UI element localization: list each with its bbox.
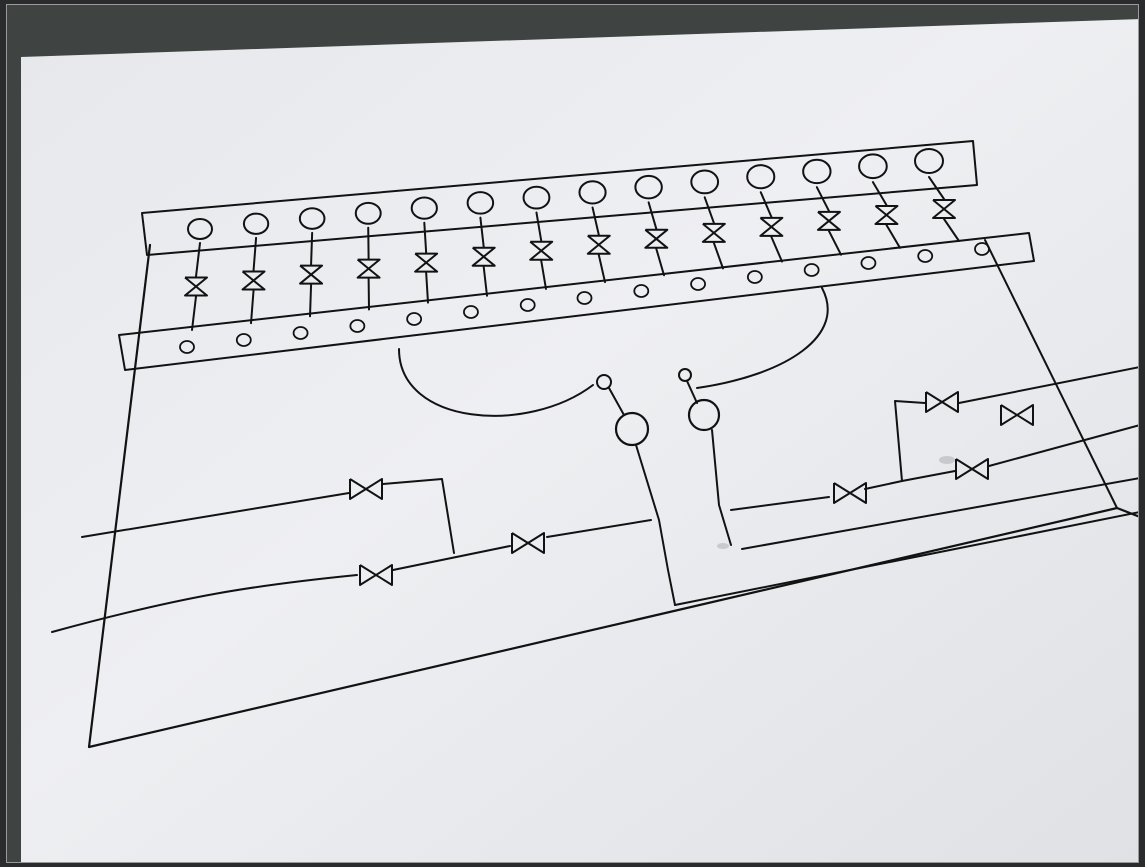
sketch-canvas <box>7 5 1138 862</box>
lower-header-port <box>519 298 536 312</box>
rail-connector <box>928 176 945 200</box>
lower-header-rail <box>118 232 1035 371</box>
rail-connector <box>195 242 201 278</box>
loop-valve <box>955 458 989 480</box>
rail-connector <box>191 295 197 331</box>
lower-header-port <box>974 242 990 256</box>
rail-connector <box>703 196 715 224</box>
right-vessel <box>687 398 721 432</box>
upper-header-port <box>914 148 944 174</box>
rail-valve <box>701 222 726 243</box>
left-small-node <box>596 374 612 390</box>
left-arc-pipe <box>398 348 594 417</box>
lower-header-port <box>860 256 877 270</box>
rail-connector <box>309 283 313 318</box>
rail-valve <box>299 264 324 285</box>
rail-connector <box>815 186 830 212</box>
rail-connector <box>310 231 314 266</box>
rail-connector <box>770 235 783 263</box>
ink-smudge <box>717 543 729 549</box>
sketch-frame-right <box>984 239 1118 509</box>
lower-header-port <box>576 291 593 305</box>
upper-header-port <box>746 164 776 190</box>
upper-header-port <box>410 196 438 220</box>
rail-connector <box>647 201 658 230</box>
right-return-loop <box>711 366 1138 550</box>
rail-valve <box>471 246 496 267</box>
rail-connector <box>885 223 901 249</box>
rail-connector <box>655 247 665 277</box>
rail-connector-valves <box>184 176 960 331</box>
loop-valve <box>1000 404 1034 426</box>
rail-connector <box>597 253 606 284</box>
lower-header-port <box>292 326 309 340</box>
upper-header-rail <box>141 140 978 256</box>
left-node-link <box>608 387 625 416</box>
ink-smudge <box>939 456 955 464</box>
rail-connector <box>535 211 543 242</box>
upper-header-port <box>802 158 832 185</box>
rail-valve <box>414 252 439 273</box>
upper-header-port <box>466 191 495 215</box>
upper-header-port <box>858 153 888 180</box>
upper-header-port <box>354 201 382 225</box>
rail-connector <box>759 191 773 218</box>
rail-connector <box>425 271 429 304</box>
upper-header-port <box>242 212 270 235</box>
upper-header-ports <box>187 148 944 240</box>
lower-header-port <box>803 263 820 277</box>
rail-connector <box>827 229 842 256</box>
right-arc-pipe <box>696 287 829 389</box>
upper-header-port <box>298 207 326 230</box>
lower-header-port <box>917 249 934 263</box>
rail-connector <box>423 221 428 254</box>
rail-connector <box>540 259 547 290</box>
left-supply-loop <box>51 444 1138 633</box>
lower-header-ports <box>179 242 990 354</box>
sketch-frame <box>87 243 1138 749</box>
right-small-node <box>678 368 692 382</box>
lower-header-port <box>746 270 763 284</box>
rail-valve <box>816 210 841 231</box>
rail-connector <box>591 206 600 236</box>
upper-header-port <box>187 218 213 240</box>
rail-valve <box>586 234 611 255</box>
upper-header-port <box>634 174 663 200</box>
lower-header-port <box>690 277 706 291</box>
loop-valve <box>359 564 393 586</box>
rail-valve <box>759 216 784 237</box>
lower-header-port <box>235 333 252 347</box>
rail-connector <box>712 241 724 270</box>
right-node-link <box>686 380 698 404</box>
rail-connector <box>250 289 255 325</box>
rail-valve <box>874 204 899 225</box>
rail-connector <box>482 265 488 297</box>
rail-valve <box>356 258 381 279</box>
rail-valve <box>932 199 956 219</box>
rail-valve <box>529 240 554 261</box>
rail-connector <box>252 236 258 272</box>
upper-header-port <box>578 180 607 205</box>
left-vessel <box>614 411 650 447</box>
loop-valve <box>349 478 383 500</box>
loop-valves <box>349 391 1034 586</box>
rail-connector <box>943 218 960 242</box>
upper-header-port <box>522 185 551 210</box>
rail-connector <box>871 181 888 206</box>
loop-valve <box>925 391 959 413</box>
loop-valve <box>833 482 867 504</box>
lower-header-port <box>349 319 366 333</box>
lower-header-port <box>633 284 650 298</box>
lower-header-port <box>406 312 423 326</box>
loop-valve <box>511 532 545 554</box>
photo-frame <box>6 4 1139 863</box>
upper-header-port <box>690 169 720 195</box>
rail-valve <box>644 228 669 249</box>
rail-connector <box>479 216 485 248</box>
rail-valve <box>184 276 208 297</box>
rail-valve <box>241 270 266 291</box>
lower-header-port <box>179 340 195 354</box>
lower-header-port <box>463 305 479 319</box>
paper-sheet <box>21 19 1138 862</box>
